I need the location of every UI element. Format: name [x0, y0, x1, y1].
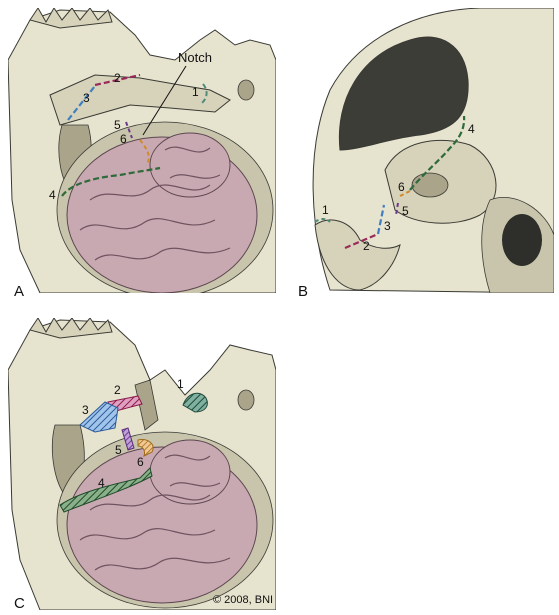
panel-b: 1 2 3 4 5 6 B	[296, 8, 554, 300]
cut-face-5-c	[121, 427, 135, 451]
cut-face-4-c	[59, 467, 153, 513]
cut-line-3-a	[67, 85, 96, 121]
label-a-5: 5	[114, 118, 121, 132]
label-c-5: 5	[115, 443, 122, 457]
label-a-4: 4	[49, 188, 56, 202]
nasal-cavity-b	[502, 214, 542, 266]
label-b-1: 1	[322, 203, 329, 217]
label-a-2: 2	[114, 71, 121, 85]
label-b-5: 5	[402, 204, 409, 218]
label-c-2: 2	[114, 383, 121, 397]
label-c-1: 1	[177, 377, 184, 391]
gyri-c	[79, 454, 231, 571]
label-b-3: 3	[384, 219, 391, 233]
cut-line-4-a	[61, 166, 161, 197]
cut-face-1-c	[182, 392, 208, 413]
label-b-6: 6	[398, 180, 405, 194]
temporal-lobe-c	[149, 439, 231, 505]
cut-line-1-a	[201, 83, 208, 104]
label-a-3: 3	[83, 91, 90, 105]
label-c-4: 4	[98, 476, 105, 490]
label-c-6: 6	[137, 455, 144, 469]
cut-face-6-c	[137, 439, 154, 457]
cut-line-3-b	[376, 204, 386, 235]
panel-letter-a: A	[14, 283, 24, 300]
teeth-a	[29, 8, 113, 29]
cut-line-6-a	[139, 139, 150, 166]
panel-c: 1 2 3 4 5 6 C © 2008, BNI	[8, 318, 276, 612]
ear-canal-c	[237, 389, 255, 411]
label-b-2: 2	[363, 239, 370, 253]
label-a-6: 6	[120, 132, 127, 146]
orbit-deep-b	[411, 172, 449, 198]
cut-face-3-c	[79, 401, 119, 433]
cut-line-2-b	[344, 232, 379, 250]
ear-canal-a	[237, 79, 255, 101]
cut-line-5-b	[395, 202, 399, 216]
label-b-4: 4	[468, 122, 475, 136]
panel-letter-b: B	[298, 283, 308, 300]
cut-line-2-a	[94, 73, 141, 87]
frontal-window-b	[338, 36, 469, 151]
teeth-c	[29, 318, 113, 339]
notch-label: Notch	[178, 50, 212, 65]
cut-line-4-b	[409, 115, 466, 191]
notch-callout-line	[142, 65, 187, 136]
gap-shadow-c	[134, 379, 159, 431]
gyri-a	[79, 146, 231, 261]
label-a-1: 1	[192, 85, 199, 99]
panel-a: Notch 1 2 3 4 5 6 A	[8, 8, 276, 300]
zygoma-b	[314, 219, 401, 291]
cut-line-5-a	[125, 121, 133, 139]
cut-line-1-b	[314, 218, 331, 223]
copyright: © 2008, BNI	[213, 594, 273, 606]
panel-letter-c: C	[14, 595, 25, 612]
label-c-3: 3	[82, 403, 89, 417]
temporal-lobe-a	[149, 132, 231, 198]
cut-line-6-b	[399, 190, 411, 197]
